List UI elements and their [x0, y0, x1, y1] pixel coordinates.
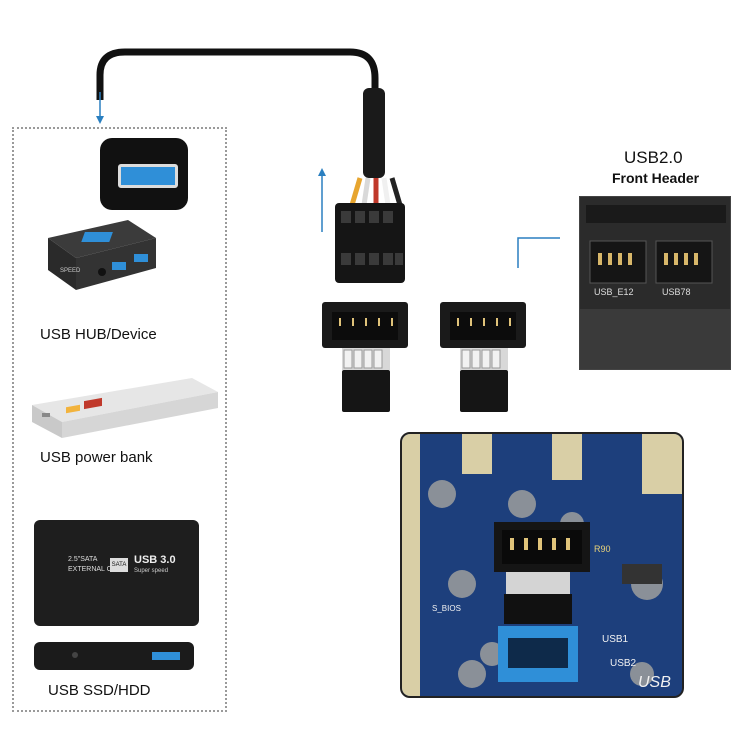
front-header-photo: USB_E12 USB78 — [579, 196, 731, 370]
power-bank-image — [32, 378, 218, 438]
adapter-left — [322, 302, 408, 412]
female-connector — [335, 203, 405, 283]
usb3-port-icon — [118, 164, 178, 188]
header-left-label: USB_E12 — [594, 287, 634, 297]
hub-tag: SPEED — [60, 268, 81, 274]
header-right-label: USB78 — [662, 287, 691, 297]
ssd-led-icon — [72, 652, 78, 658]
motherboard-photo: USB1 USB2 S_BIOS R90 USB — [400, 432, 684, 698]
header-title: USB2.0 — [624, 148, 683, 167]
usb-hub-image: SPEED — [48, 220, 156, 290]
mb-r90: R90 — [594, 544, 611, 554]
adapter-right — [440, 302, 526, 412]
mb-usb: USB — [638, 674, 671, 691]
case-model: 2.5"SATA — [68, 556, 98, 563]
ssd-label: USB SSD/HDD — [48, 682, 151, 699]
case-type: EXTERNAL CASE — [68, 566, 126, 573]
sata-badge: SATA — [110, 558, 128, 572]
header-pointer-line — [517, 237, 560, 268]
cable-wires — [349, 177, 403, 206]
powerbank-label: USB power bank — [40, 449, 153, 466]
case-usb: USB 3.0 — [134, 554, 176, 566]
device-panel — [12, 127, 227, 712]
ssd-usb-port-icon — [152, 652, 180, 660]
case-speed: Super speed — [134, 568, 169, 574]
usb-cable — [96, 48, 379, 100]
arrow-down-icon — [96, 116, 104, 124]
header-subtitle: Front Header — [612, 170, 700, 186]
mb-sbios: S_BIOS — [432, 604, 461, 613]
hub-label: USB HUB/Device — [40, 326, 157, 343]
ssd-case-image: 2.5"SATA EXTERNAL CASE SATA USB 3.0 Supe… — [34, 520, 199, 626]
arrow-up-icon — [318, 168, 326, 176]
mb-usb2: USB2 — [610, 658, 637, 669]
mb-usb1: USB1 — [602, 634, 629, 645]
usb-port-closeup — [100, 138, 188, 210]
ssd-edge-image — [34, 642, 194, 670]
cable-sleeve — [363, 88, 385, 178]
